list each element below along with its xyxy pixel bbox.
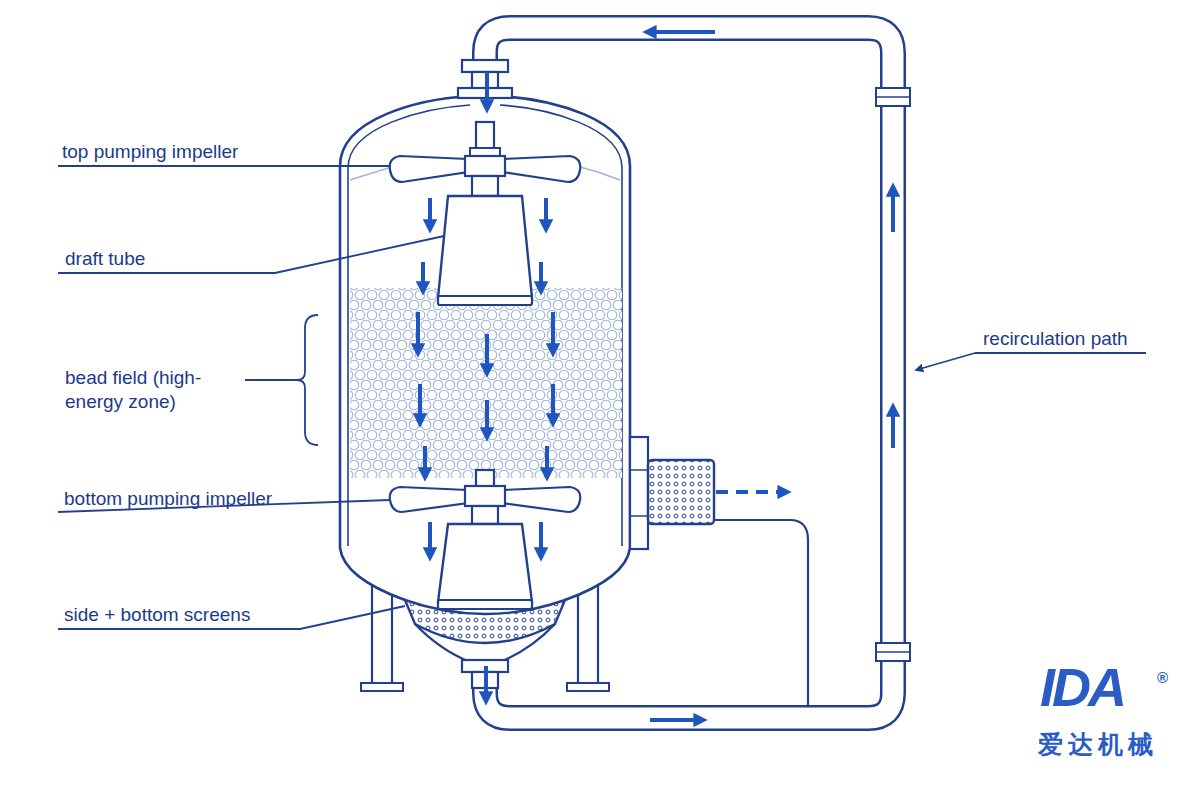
flow-arrow (421, 262, 425, 290)
leader-line (58, 165, 390, 167)
discharge-arrow (716, 490, 786, 494)
logo-text: 爱达机械 (1038, 732, 1158, 757)
leader-line (975, 352, 1146, 354)
flow-arrow (891, 188, 895, 232)
return-line (714, 520, 808, 705)
draft-tube (438, 524, 532, 602)
draft-tube (438, 196, 532, 298)
bracket (297, 315, 318, 445)
leader-line (916, 353, 975, 370)
logo-mark: IDA (1040, 660, 1124, 714)
leg-foot (361, 683, 403, 691)
impeller-blade (390, 487, 468, 512)
callout-label: draft tube (65, 247, 145, 271)
bead-field (350, 288, 622, 478)
flow-arrow (428, 198, 432, 228)
callout-label: bead field (high-energy zone) (65, 366, 240, 414)
callout-label: side + bottom screens (64, 603, 250, 627)
shaft-collar (472, 506, 498, 524)
flow-arrow (484, 666, 488, 700)
pipe-flange (876, 651, 910, 653)
side-screen (648, 460, 714, 524)
pipe-flange (876, 88, 910, 106)
flow-arrow (648, 30, 715, 34)
impeller-hub (465, 156, 505, 176)
leader-line (58, 236, 444, 273)
outlet-cone (415, 624, 555, 662)
impeller-blade (390, 156, 468, 182)
flow-arrow (539, 522, 543, 556)
impeller-blade (502, 487, 580, 512)
pipe-flange (876, 643, 910, 661)
vessel-inner-wall (348, 105, 622, 546)
flow-arrow (539, 262, 543, 290)
flow-arrow (551, 312, 555, 352)
draft-tube-ring (438, 296, 532, 305)
shaft-collar (472, 176, 498, 196)
flow-arrow (650, 718, 702, 722)
side-screen-plate (630, 437, 648, 549)
flow-arrow (545, 446, 549, 476)
side-screen-plate (630, 515, 648, 517)
flow-arrow (485, 334, 489, 372)
flow-arrow (544, 198, 548, 228)
flow-arrow (891, 408, 895, 448)
flow-arrow (416, 312, 420, 352)
flow-arrow (428, 522, 432, 556)
side-screen-plate (630, 469, 648, 471)
callout-label: recirculation path (983, 327, 1128, 351)
shaft (476, 122, 494, 150)
pipe-flange (876, 96, 910, 98)
registered-mark: ® (1157, 670, 1168, 685)
impeller-blade (502, 156, 580, 182)
flow-arrow (485, 400, 489, 436)
impeller-hub (470, 148, 500, 156)
flow-arrow (423, 446, 427, 476)
draft-tube-ring (438, 600, 532, 609)
flow-arrow (418, 384, 422, 422)
flow-arrow (551, 384, 555, 422)
callout-label: top pumping impeller (62, 140, 238, 164)
inlet-flange (462, 60, 508, 72)
leg-foot (567, 683, 609, 691)
leader-line (245, 379, 297, 381)
impeller-hub (465, 486, 505, 506)
flow-arrow (485, 72, 489, 108)
flow-arrows (418, 32, 893, 720)
callout-label: bottom pumping impeller (64, 487, 272, 511)
